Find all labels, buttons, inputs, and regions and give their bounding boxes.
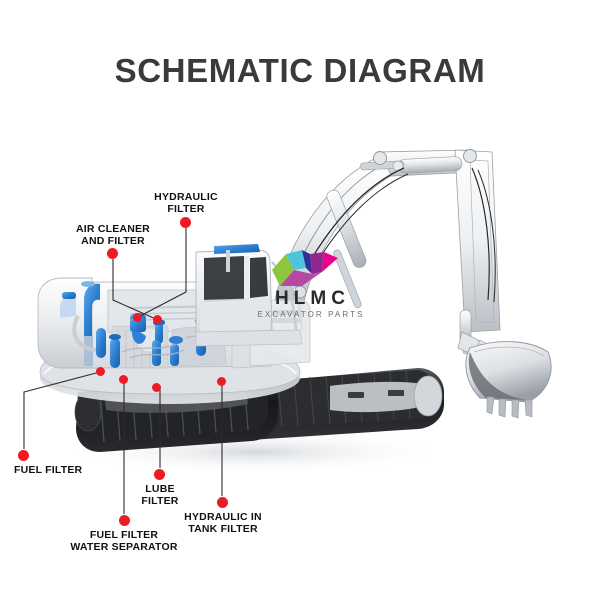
callout-label-air-cleaner-and-filter: AIR CLEANER AND FILTER bbox=[76, 223, 150, 247]
operator-cab bbox=[195, 244, 303, 333]
air-intake-snorkel bbox=[81, 281, 100, 366]
marker-air-cleaner-part[interactable] bbox=[153, 315, 162, 324]
callout-marker-lube-filter[interactable] bbox=[154, 469, 165, 480]
marker-water-separator-part[interactable] bbox=[119, 375, 128, 384]
cab-side-window bbox=[250, 257, 268, 298]
marker-in-tank-filter-part[interactable] bbox=[217, 377, 226, 386]
callout-label-hydraulic-in-tank-filter: HYDRAULIC IN TANK FILTER bbox=[184, 511, 262, 535]
callout-label-hydraulic-filter: HYDRAULIC FILTER bbox=[154, 191, 218, 215]
logo-tagline-text: EXCAVATOR PARTS bbox=[257, 310, 365, 319]
lube-filter-part bbox=[152, 340, 161, 366]
callout-marker-air-cleaner-and-filter[interactable] bbox=[107, 248, 118, 259]
fuel-filter-part bbox=[96, 328, 106, 358]
callout-marker-fuel-filter-water-separator[interactable] bbox=[119, 515, 130, 526]
callout-marker-hydraulic-in-tank-filter[interactable] bbox=[217, 497, 228, 508]
callout-label-fuel-filter: FUEL FILTER bbox=[14, 464, 83, 476]
logo-mark-icon bbox=[272, 250, 338, 286]
callout-marker-hydraulic-filter[interactable] bbox=[180, 217, 191, 228]
callout-label-fuel-filter-water-separator: FUEL FILTER WATER SEPARATOR bbox=[70, 529, 178, 553]
marker-hydraulic-filter-part[interactable] bbox=[133, 313, 142, 322]
marker-lube-filter-part[interactable] bbox=[152, 383, 161, 392]
counterweight bbox=[37, 277, 93, 369]
logo-brand-text: HLMC bbox=[275, 288, 350, 309]
hlmc-logo: HLMC EXCAVATOR PARTS bbox=[250, 248, 370, 326]
page-title: SCHEMATIC DIAGRAM bbox=[114, 52, 486, 89]
boom-assembly bbox=[274, 149, 552, 419]
marker-fuel-filter-part[interactable] bbox=[96, 367, 105, 376]
cab-roof-accent bbox=[214, 244, 260, 254]
bucket-teeth bbox=[486, 396, 533, 419]
boom-cylinder bbox=[326, 189, 367, 309]
fuel-filter-water-separator-part bbox=[109, 334, 121, 368]
arm-cylinder bbox=[359, 156, 463, 174]
air-cleaner-housing bbox=[60, 292, 76, 318]
callout-marker-fuel-filter[interactable] bbox=[18, 450, 29, 461]
callout-label-lube-filter: LUBE FILTER bbox=[141, 483, 179, 507]
